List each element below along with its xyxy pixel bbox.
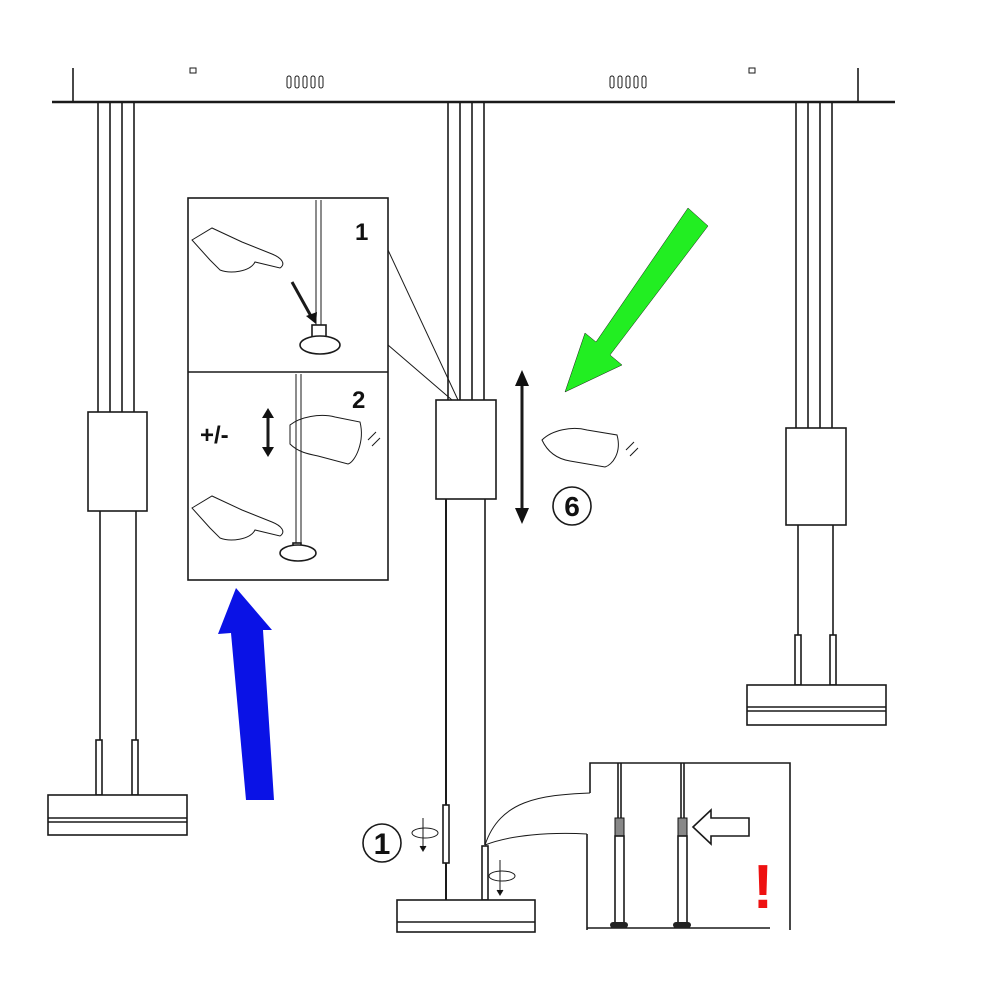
up-down-arrow-icon bbox=[262, 408, 274, 457]
hand-pressing-icon bbox=[191, 495, 284, 541]
green-arrow-icon bbox=[564, 207, 709, 393]
height-adjust-arrow-icon bbox=[515, 370, 529, 524]
step-one-callout: 1 bbox=[362, 823, 402, 863]
pointer-arrow-icon bbox=[691, 808, 750, 846]
step2-panel: +/- 2 bbox=[191, 374, 381, 562]
warning-mark: ! bbox=[753, 853, 774, 922]
step-six-number: 6 bbox=[564, 491, 580, 522]
adjustment-steps-inset: 1 +/- 2 bbox=[187, 197, 459, 581]
rotate-icon bbox=[411, 818, 439, 852]
hand-pinching-icon bbox=[289, 414, 381, 465]
adjust-label: +/- bbox=[200, 422, 229, 449]
step2-number: 2 bbox=[352, 387, 365, 414]
step-six-callout: 6 bbox=[552, 486, 592, 526]
hand-pinching-icon bbox=[541, 427, 639, 468]
step1-panel: 1 bbox=[191, 200, 368, 355]
hand-pressing-icon bbox=[191, 227, 284, 273]
ceiling-canopy bbox=[52, 67, 895, 104]
right-pendant bbox=[746, 102, 887, 726]
blue-arrow-icon bbox=[218, 588, 274, 800]
left-pendant bbox=[47, 102, 188, 836]
step-one-number: 1 bbox=[374, 828, 391, 861]
step1-number: 1 bbox=[355, 219, 368, 246]
connector-detail-inset: ! bbox=[586, 762, 791, 930]
center-pendant bbox=[396, 102, 591, 933]
rotate-icon bbox=[488, 860, 516, 896]
